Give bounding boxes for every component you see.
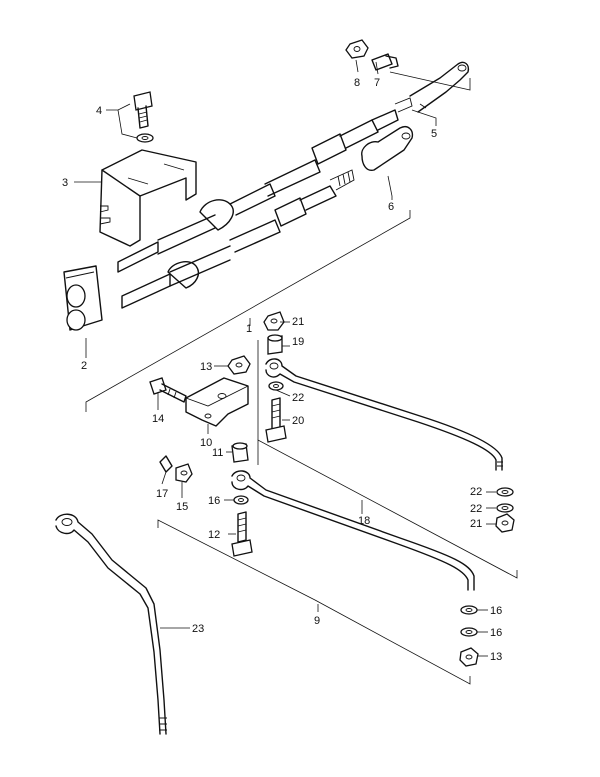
washer-16-upper	[233, 495, 249, 505]
bolt-12	[231, 511, 253, 557]
bolt-14	[149, 377, 187, 403]
leader-lines	[74, 59, 496, 657]
callout-labels: 1 2 3 4 5 6 7 8 9 10 11 12 13 14 15 16 1…	[62, 77, 502, 663]
collar-11	[231, 442, 249, 463]
callout-3: 3	[62, 177, 68, 189]
callout-15: 15	[176, 501, 188, 513]
callout-6: 6	[388, 201, 394, 213]
nut-21-lower	[495, 513, 515, 533]
callout-13-lower: 13	[490, 651, 502, 663]
washer-22-lower-a	[496, 487, 514, 497]
link-rod-18	[265, 358, 503, 471]
control-cable-lower	[121, 169, 355, 309]
callout-20: 20	[292, 415, 304, 427]
cable-grommet	[63, 265, 103, 331]
callout-16-lower-a: 16	[490, 605, 502, 617]
washer-22-upper	[268, 381, 284, 391]
callout-8: 8	[354, 77, 360, 89]
bolt-20	[265, 397, 287, 443]
callout-5: 5	[431, 128, 437, 140]
callout-14: 14	[152, 413, 164, 425]
callout-16-lower-b: 16	[490, 627, 502, 639]
callout-22-lower-b: 22	[470, 503, 482, 515]
callout-10: 10	[200, 437, 212, 449]
washer-16-lower-a	[460, 605, 478, 615]
callout-19: 19	[292, 336, 304, 348]
cable-end-clevis	[409, 61, 470, 113]
washer-22-lower-b	[496, 503, 514, 513]
cable-bracket	[99, 149, 197, 247]
callout-17: 17	[156, 488, 168, 500]
callout-16-upper: 16	[208, 495, 220, 507]
callout-22-lower-a: 22	[470, 486, 482, 498]
cable-joint	[361, 126, 414, 171]
callout-7: 7	[374, 77, 380, 89]
callout-9: 9	[314, 615, 320, 627]
callout-2: 2	[81, 360, 87, 372]
callout-21-upper: 21	[292, 316, 304, 328]
nut-21-upper	[263, 311, 285, 331]
collar-19	[267, 334, 283, 355]
washer-17	[159, 455, 173, 473]
nut-15	[175, 463, 193, 483]
callout-21-lower: 21	[470, 518, 482, 530]
callout-4: 4	[96, 105, 102, 117]
callout-11: 11	[212, 447, 223, 459]
callout-22-upper: 22	[292, 392, 304, 404]
mounting-bracket	[185, 377, 249, 427]
pin-and-nut	[345, 39, 399, 71]
callout-12: 12	[208, 529, 220, 541]
callout-18: 18	[358, 515, 370, 527]
control-cable-upper	[117, 97, 413, 273]
callout-1: 1	[246, 323, 252, 335]
nut-13-lower	[459, 647, 479, 667]
long-rod-23	[55, 513, 167, 735]
callout-13-upper: 13	[200, 361, 212, 373]
assembly-bracket-lines	[85, 210, 518, 685]
link-rod-9	[231, 470, 475, 591]
callout-23: 23	[192, 623, 204, 635]
washer-16-lower-b	[460, 627, 478, 637]
nut-13-upper	[227, 355, 251, 375]
bolt-and-washer	[133, 91, 154, 143]
